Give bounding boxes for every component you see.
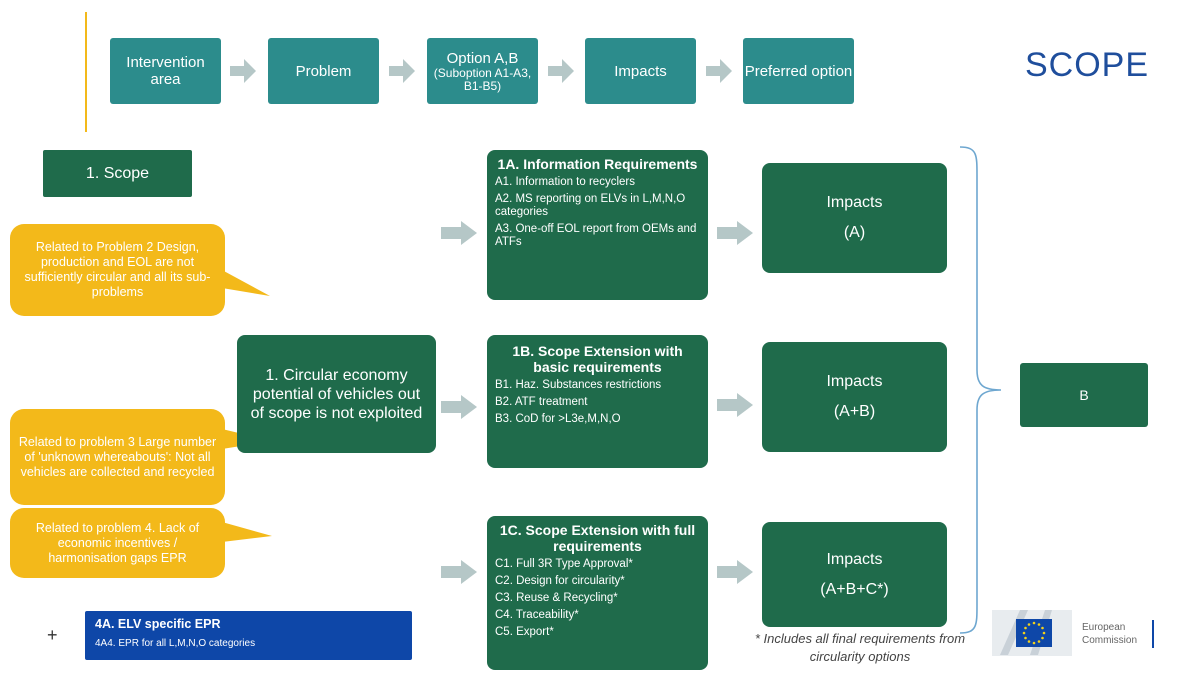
logo-divider [1152, 620, 1154, 648]
brace-shape [959, 146, 1002, 634]
problem-box: 1. Circular economy potential of vehicle… [237, 335, 436, 453]
step-option: Option A,B (Suboption A1-A3, B1-B5) [427, 38, 538, 104]
problem-text: 1. Circular economy potential of vehicle… [250, 366, 423, 422]
option-item: B2. ATF treatment [495, 396, 588, 408]
callout-text: Related to Problem 2 Design, production … [24, 240, 211, 299]
arrow-right-icon [441, 560, 477, 584]
option-item: C4. Traceability* [495, 609, 579, 621]
option-item: C3. Reuse & Recycling* [495, 592, 618, 604]
option-item: A1. Information to recyclers [495, 176, 635, 188]
step-impacts: Impacts [585, 38, 696, 104]
callout-pointer [222, 270, 270, 296]
callout-problem-2: Related to Problem 2 Design, production … [10, 224, 270, 316]
arrow-right-icon [548, 59, 574, 83]
page-title: SCOPE [1025, 46, 1150, 84]
preferred-option-label: B [1079, 387, 1089, 403]
commission-building-icon [992, 610, 1072, 656]
step-label: Problem [295, 62, 352, 80]
footnote: * Includes all final requirements from c… [754, 631, 966, 664]
option-1b-box: 1B. Scope Extension with basic requireme… [487, 335, 708, 468]
arrow-right-icon [230, 59, 256, 83]
option-item: A3. One-off EOL report from OEMs and ATF… [495, 223, 697, 248]
impact-abc-box: Impacts (A+B+C*) [762, 522, 947, 627]
arrow-right-icon [441, 221, 477, 245]
callout-pointer [222, 522, 272, 542]
impact-value: (A+B) [833, 403, 876, 420]
step-label: Intervention area [126, 54, 205, 88]
callout-problem-4: Related to problem 4. Lack of economic i… [10, 508, 272, 578]
impact-a-box: Impacts (A) [762, 163, 947, 273]
impact-ab-box: Impacts (A+B) [762, 342, 947, 452]
arrow-right-icon [389, 59, 415, 83]
accent-line [85, 12, 87, 132]
impact-label: Impacts [826, 373, 883, 390]
intervention-area-label: 1. Scope [85, 164, 150, 182]
option-title: 1A. Information Requirements [497, 156, 698, 172]
step-sub: (Suboption A1-A3, B1-B5) [433, 65, 532, 93]
epr-sub: 4A4. EPR for all L,M,N,O categories [95, 638, 256, 649]
option-item: C2. Design for circularity* [495, 575, 625, 587]
option-title: 1C. Scope Extension with full requiremen… [499, 522, 696, 554]
step-preferred-option: Preferred option [743, 38, 854, 104]
preferred-option-box: B [1020, 363, 1148, 427]
impact-value: (A) [843, 224, 866, 241]
step-label: Preferred option [744, 62, 853, 80]
step-problem: Problem [268, 38, 379, 104]
option-1a-box: 1A. Information Requirements A1. Informa… [487, 150, 708, 300]
option-item: B1. Haz. Substances restrictions [495, 379, 662, 391]
option-1c-box: 1C. Scope Extension with full requiremen… [487, 516, 708, 670]
arrow-right-icon [441, 395, 477, 419]
impact-label: Impacts [826, 550, 883, 568]
arrow-right-icon [706, 59, 732, 83]
option-item: B3. CoD for >L3e,M,N,O [495, 413, 621, 425]
plus-sign: + [47, 625, 58, 645]
step-label: Impacts [614, 62, 667, 80]
logo-text-2: Commission [1082, 635, 1138, 646]
epr-title: 4A. ELV specific EPR [95, 617, 221, 631]
impact-value: (A+B+C*) [820, 580, 889, 598]
impact-label: Impacts [826, 194, 883, 211]
arrow-right-icon [717, 221, 753, 245]
eu-commission-logo: European Commission [990, 605, 1165, 660]
option-item: A2. MS reporting on ELVs in L,M,N,O cate… [495, 193, 686, 218]
callout-text: Related to problem 4. Lack of economic i… [35, 520, 200, 565]
option-title: 1B. Scope Extension with basic requireme… [512, 343, 683, 375]
arrow-right-icon [717, 560, 753, 584]
callout-text: Related to problem 3 Large number of 'un… [18, 434, 217, 479]
callout-problem-3: Related to problem 3 Large number of 'un… [10, 409, 272, 505]
step-label: Option A,B [446, 49, 519, 67]
logo-text-1: European [1082, 622, 1126, 633]
epr-box: 4A. ELV specific EPR 4A4. EPR for all L,… [85, 611, 412, 660]
option-item: C1. Full 3R Type Approval* [495, 558, 633, 570]
step-intervention-area: Intervention area [110, 38, 221, 104]
intervention-area-box: 1. Scope [43, 150, 192, 197]
arrow-right-icon [717, 393, 753, 417]
option-item: C5. Export* [495, 626, 554, 638]
